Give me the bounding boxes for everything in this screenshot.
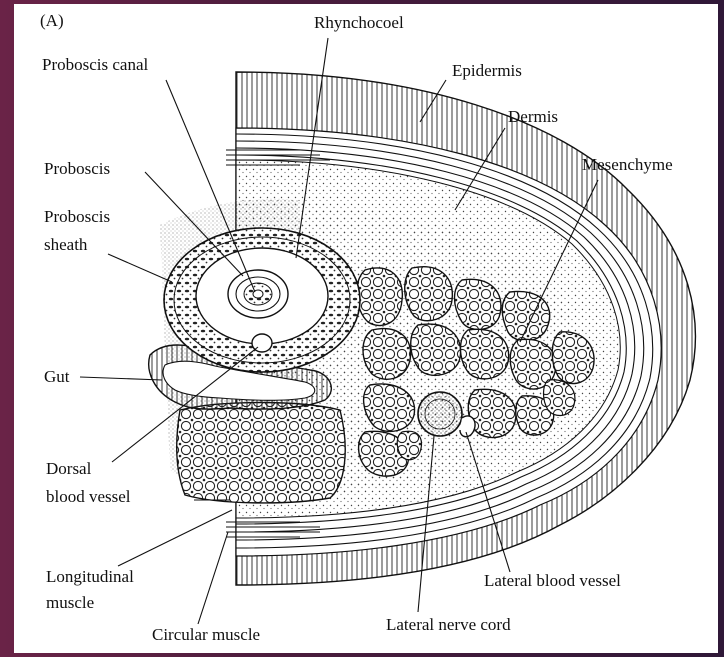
leader-longitudinal-muscle: [118, 510, 232, 566]
label-circular-muscle: Circular muscle: [152, 625, 260, 644]
label-proboscis: Proboscis: [44, 159, 110, 178]
label-dorsal-blood-vessel-1: Dorsal: [46, 459, 92, 478]
leader-circular-muscle: [198, 532, 228, 624]
label-proboscis-sheath-1: Proboscis: [44, 207, 110, 226]
label-longitudinal-muscle-2: muscle: [46, 593, 94, 612]
label-epidermis: Epidermis: [452, 61, 522, 80]
label-dermis: Dermis: [508, 107, 558, 126]
label-rhynchocoel: Rhynchocoel: [314, 13, 404, 32]
label-mesenchyme: Mesenchyme: [582, 155, 673, 174]
leader-gut: [80, 377, 162, 380]
lateral-blood-vessel: [460, 416, 475, 437]
label-dorsal-blood-vessel-2: blood vessel: [46, 487, 131, 506]
label-proboscis-canal: Proboscis canal: [42, 55, 149, 74]
ventral-muscle-mass: [177, 403, 345, 503]
label-lateral-nerve-cord: Lateral nerve cord: [386, 615, 511, 634]
label-lateral-blood-vessel: Lateral blood vessel: [484, 571, 621, 590]
label-proboscis-sheath-2: sheath: [44, 235, 88, 254]
label-gut: Gut: [44, 367, 70, 386]
panel-letter: (A): [40, 11, 64, 30]
lateral-nerve-cord: [418, 392, 462, 436]
label-longitudinal-muscle-1: Longitudinal: [46, 567, 134, 586]
proboscis: [228, 270, 288, 318]
